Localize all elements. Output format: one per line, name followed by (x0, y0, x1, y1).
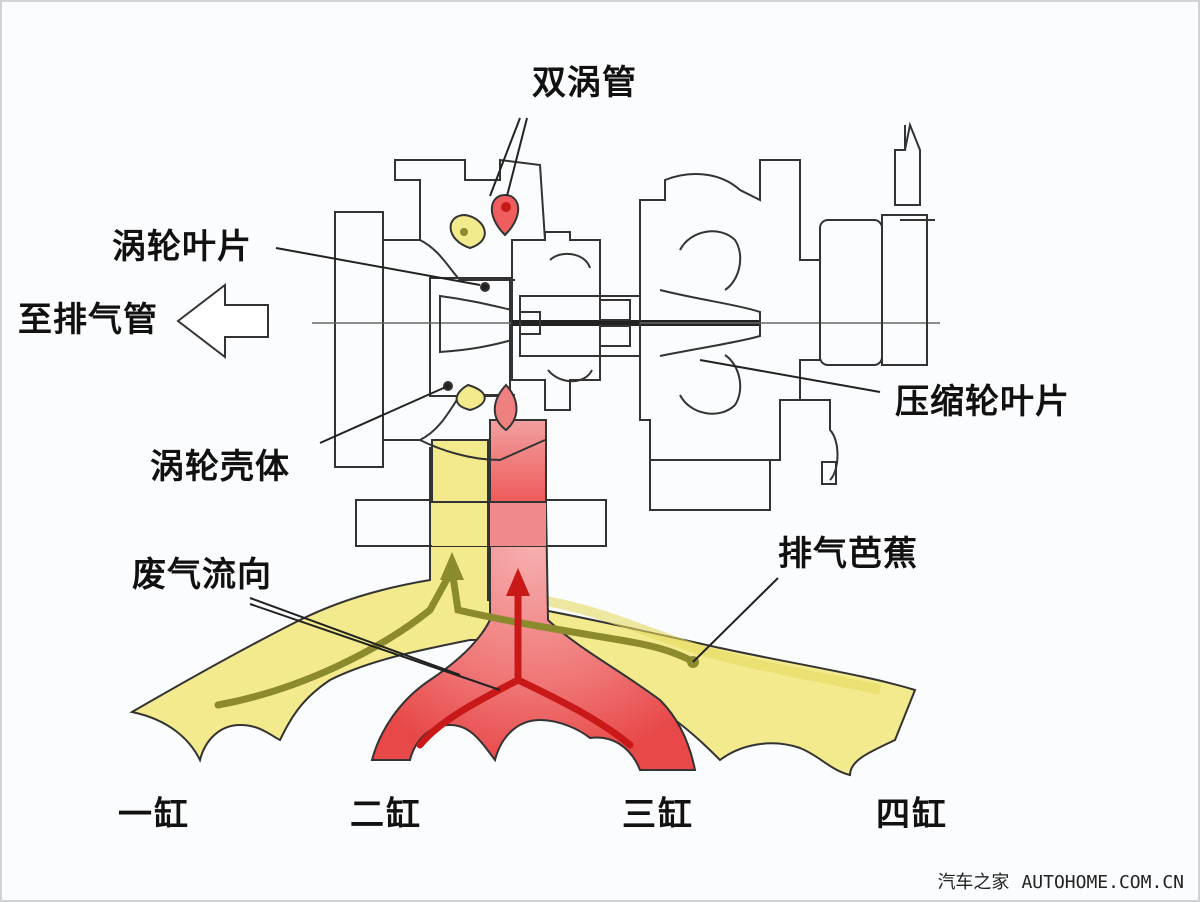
compressor-fitting (821, 461, 837, 485)
leader-twin-scroll-2 (506, 117, 528, 197)
flow-arrows-red (416, 586, 634, 749)
label-twin-scroll: 双涡管 (532, 63, 637, 103)
watermark: 汽车之家 AUTOHOME.COM.CN (937, 868, 1184, 894)
cylinder-3-label: 三缸 (622, 795, 694, 835)
flow-arrows-olive (214, 566, 694, 709)
leader-compressor-blades (699, 359, 881, 393)
olive-arrowhead (440, 552, 464, 580)
cylinder-2-label: 二缸 (350, 795, 422, 835)
label-exhaust-flow: 废气流向 (132, 555, 272, 595)
leader-flow-1 (249, 597, 461, 676)
label-turbine-blades: 涡轮叶片 (112, 227, 252, 267)
label-exhaust-banana: 排气芭蕉 (778, 534, 918, 574)
scroll-yellow-lower (455, 383, 486, 412)
scroll-red-lower (493, 383, 518, 432)
leader-exhaust-banana (692, 577, 779, 663)
leader-flow-2 (249, 603, 501, 691)
yellow-runner (431, 439, 489, 503)
bearing-housing (511, 231, 760, 411)
watermark-brand-url: AUTOHOME.COM.CN (1021, 872, 1184, 893)
label-turbine-housing: 涡轮壳体 (150, 447, 290, 487)
leader-twin-scroll-1 (489, 117, 521, 197)
to-exhaust-arrow-icon (176, 282, 269, 360)
label-to-exhaust-pipe: 至排气管 (18, 300, 158, 340)
cylinder-1-label: 一缸 (118, 795, 190, 835)
leader-turbine-blades (275, 247, 481, 286)
label-compressor-blades: 压缩轮叶片 (895, 382, 1070, 422)
exhaust-manifold-red (370, 447, 697, 771)
watermark-brand-cn: 汽车之家 (937, 872, 1010, 893)
wastegate-actuator (819, 121, 935, 366)
scroll-red-upper (490, 193, 520, 237)
leader-lines (249, 117, 881, 691)
compressor-housing (639, 159, 940, 511)
leader-turbine-housing (319, 385, 449, 444)
red-runner (489, 419, 547, 503)
cylinder-4-label: 四缸 (876, 795, 948, 835)
red-arrowhead (506, 568, 530, 596)
turbine-wheel (439, 282, 513, 391)
